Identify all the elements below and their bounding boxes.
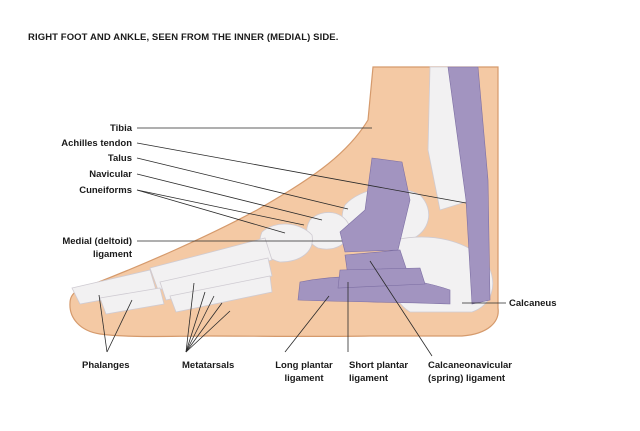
metatarsal-2 [159,257,273,301]
leader-spring [369,260,433,357]
label-talus: Talus [108,153,132,164]
deltoid-ligament [339,157,411,253]
label-long-plantar-line2: ligament [284,373,324,384]
leader-talus [136,157,349,210]
ligaments [297,66,491,305]
label-deltoid-line1: Medial (deltoid) [62,236,132,247]
leader-lines [98,127,506,357]
leader-navicular [136,173,323,221]
label-short-plantar-line2: ligament [349,373,389,384]
label-spring-line1: Calcaneonavicular [428,360,512,371]
leader-metatarsals-a [185,282,195,353]
labels: Tibia Achilles tendon Talus Navicular Cu… [61,123,556,384]
leader-metatarsals-b [185,291,206,353]
label-short-plantar-line1: Short plantar [349,360,408,371]
leader-achilles [136,142,467,204]
label-phalanges: Phalanges [82,360,130,371]
leader-metatarsals-e [185,310,231,353]
label-spring-line2: (spring) ligament [428,373,506,384]
phalanx-2 [99,287,165,315]
leader-phalanges-b [106,299,133,353]
label-deltoid-line2: ligament [93,249,133,260]
leader-cuneiforms-a [136,189,305,226]
label-cuneiforms: Cuneiforms [79,185,132,196]
achilles-tendon [447,66,491,305]
label-long-plantar-line1: Long plantar [275,360,333,371]
leader-phalanges-a [98,294,108,353]
label-metatarsals: Metatarsals [182,360,234,371]
label-calcaneus: Calcaneus [509,298,557,309]
metatarsal-1 [149,237,273,291]
leader-cuneiforms-b [136,189,286,234]
leader-metatarsals-d [185,302,223,353]
label-achilles-tendon: Achilles tendon [61,138,132,149]
diagram-title: RIGHT FOOT AND ANKLE, SEEN FROM THE INNE… [28,32,338,43]
metatarsal-3 [169,275,273,313]
leader-metatarsals-c [185,295,215,353]
label-tibia: Tibia [110,123,133,134]
label-navicular: Navicular [89,169,132,180]
leader-long-plantar [284,295,330,353]
